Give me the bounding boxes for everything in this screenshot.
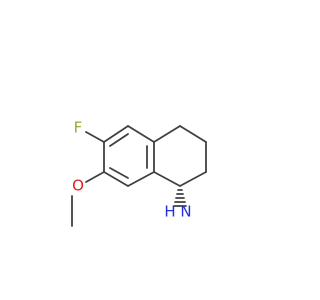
bond-c5-c6-inner [109,133,129,147]
stereo-hash-bond [173,189,187,207]
structural-formula: F O H N [71,119,207,227]
bond-c4-c3 [179,125,207,143]
atom-label-fluorine: F [74,119,83,137]
bond-c8a-c1ring [127,125,155,143]
bond-c2-c1 [179,171,207,187]
atom-label-oxygen: O [72,177,84,195]
bond-c7-c8-inner [109,167,129,179]
bond-c4a-c4 [153,125,181,143]
bond-c6-f [85,131,105,143]
bond-lines [71,125,207,227]
bond-c5-c6 [103,125,129,143]
bond-c8-c8a [127,171,155,187]
bond-c7-o [85,171,105,183]
bond-c1-c8a [153,171,181,187]
atom-label-nitrogen: N [180,203,191,221]
bond-c7-c8 [103,171,129,187]
atom-label-hydrogen: H [164,203,175,221]
